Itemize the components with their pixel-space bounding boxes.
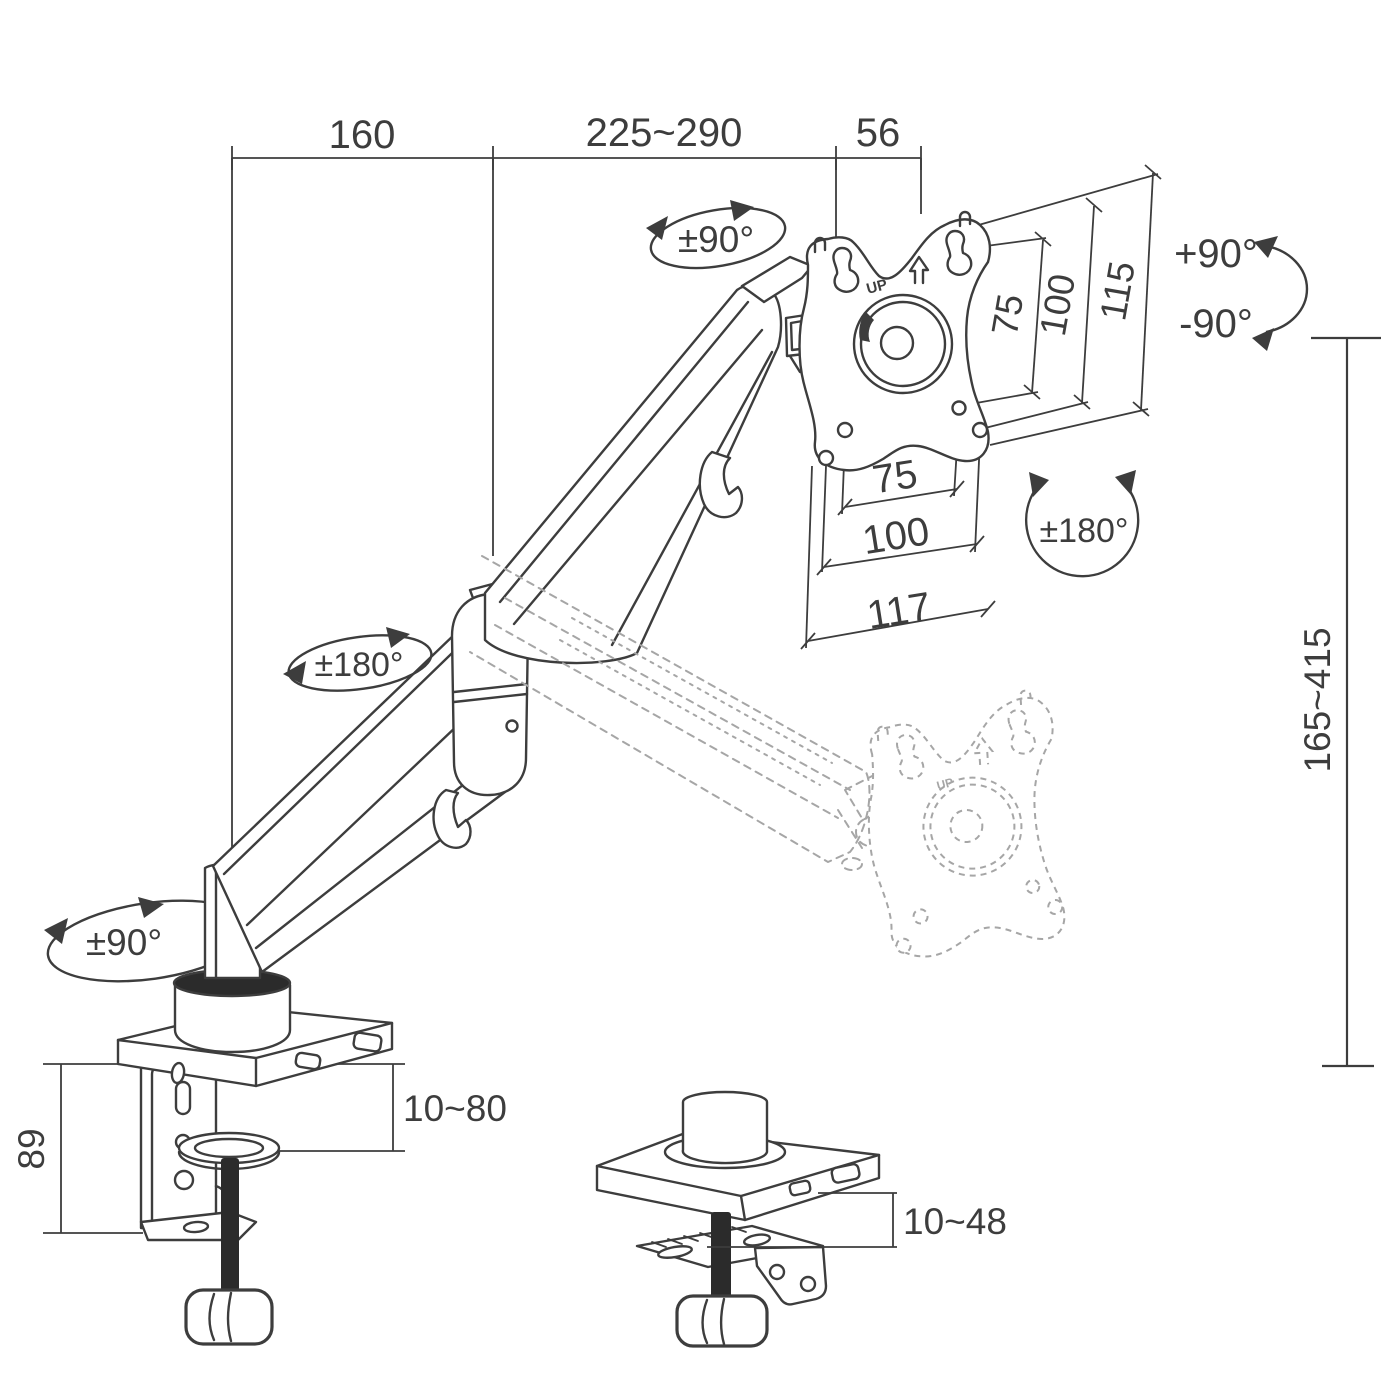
tilt-annotation xyxy=(1252,236,1309,351)
vesa-rotation-annotation xyxy=(1024,470,1140,578)
side-bracket xyxy=(753,1245,828,1306)
ghost-vesa-up-label: UP xyxy=(935,775,955,793)
dim-56: 56 xyxy=(856,111,901,155)
upper-arm xyxy=(483,283,783,665)
rot-base-swivel: ±90° xyxy=(86,922,162,963)
dim-165-415: 165~415 xyxy=(1297,627,1338,772)
desk-clamp xyxy=(139,1064,281,1346)
dim-225-290: 225~290 xyxy=(586,111,743,155)
rot-tilt-up: +90° xyxy=(1174,232,1258,276)
top-width-dimensions xyxy=(231,146,922,866)
post-stub xyxy=(681,1090,769,1165)
dim-vesa-100-bottom: 100 xyxy=(860,509,933,563)
ghost-vesa-plate xyxy=(858,687,1069,961)
dim-160: 160 xyxy=(329,113,396,157)
usb-port xyxy=(294,1051,322,1071)
cable-clip xyxy=(432,788,472,849)
slim-clamp-variant xyxy=(595,1090,881,1348)
usb-port xyxy=(352,1031,383,1053)
elbow-swivel-annotation xyxy=(283,627,433,692)
dim-vesa-117-bottom: 117 xyxy=(864,584,934,637)
vesa-up-label: UP xyxy=(865,276,890,298)
rot-tilt-down: -90° xyxy=(1179,302,1253,346)
dim-vesa-75-side: 75 xyxy=(984,291,1032,339)
vesa-swivel-annotation xyxy=(646,200,787,270)
dim-89: 89 xyxy=(11,1128,52,1169)
vesa-plate xyxy=(798,210,992,472)
clamp-screw xyxy=(711,1212,731,1300)
height-dimension xyxy=(1311,336,1381,1068)
rot-vesa-rotation: ±180° xyxy=(1040,512,1129,550)
rot-elbow-swivel: ±180° xyxy=(315,646,404,684)
dim-10-80: 10~80 xyxy=(403,1088,507,1129)
cable-clip xyxy=(698,450,744,519)
rot-vesa-swivel: ±90° xyxy=(678,219,754,260)
usb-port xyxy=(788,1179,812,1197)
dim-10-48: 10~48 xyxy=(903,1201,1007,1242)
clamp-dimensions-right xyxy=(707,1192,897,1248)
lower-arm xyxy=(211,608,522,974)
arm-assembly xyxy=(116,210,992,1346)
clamp-screw xyxy=(221,1158,239,1292)
usb-port xyxy=(830,1162,861,1184)
dim-vesa-115-side: 115 xyxy=(1092,258,1143,323)
